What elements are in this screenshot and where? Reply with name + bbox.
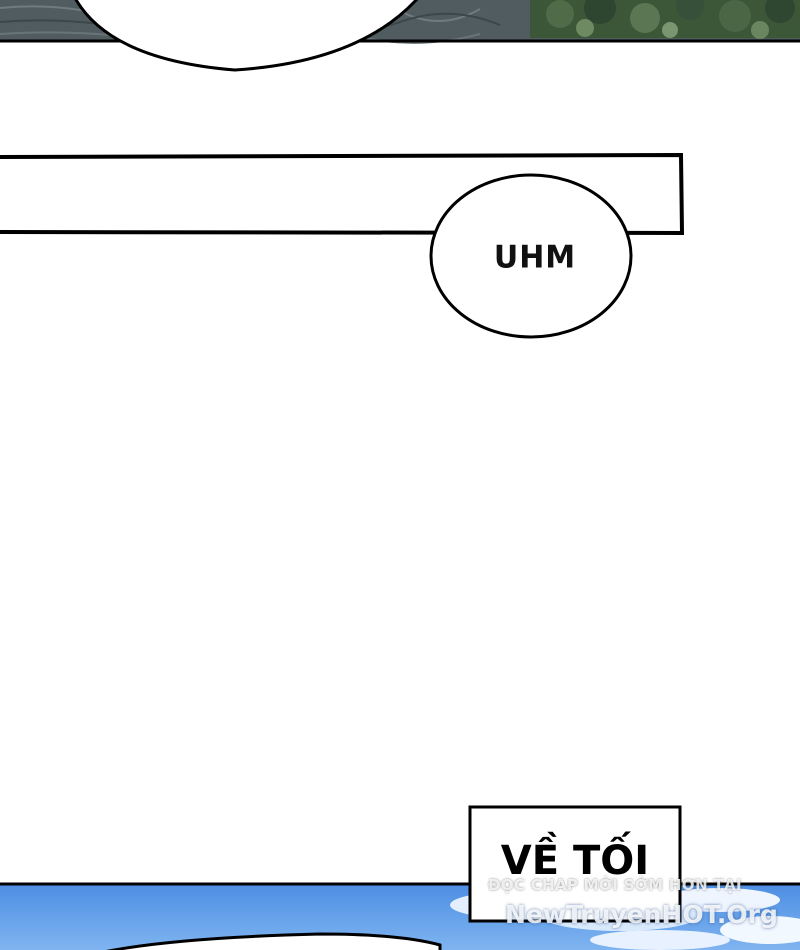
uhm-speech-bubble	[429, 173, 633, 339]
top-panel-foliage	[530, 0, 800, 39]
caption-box	[468, 805, 682, 923]
uhm-bubble-text: UHM	[493, 239, 577, 276]
caption-box-text: VỀ TỐI	[500, 838, 650, 884]
watermark-line1: ĐỌC CHAP MỚI SỚM HƠN TẠI	[488, 876, 742, 894]
watermark-line2: NewTruyenHOT.Org	[505, 900, 778, 929]
bottom-speech-bubble	[106, 932, 442, 950]
top-speech-bubble	[74, 0, 419, 72]
